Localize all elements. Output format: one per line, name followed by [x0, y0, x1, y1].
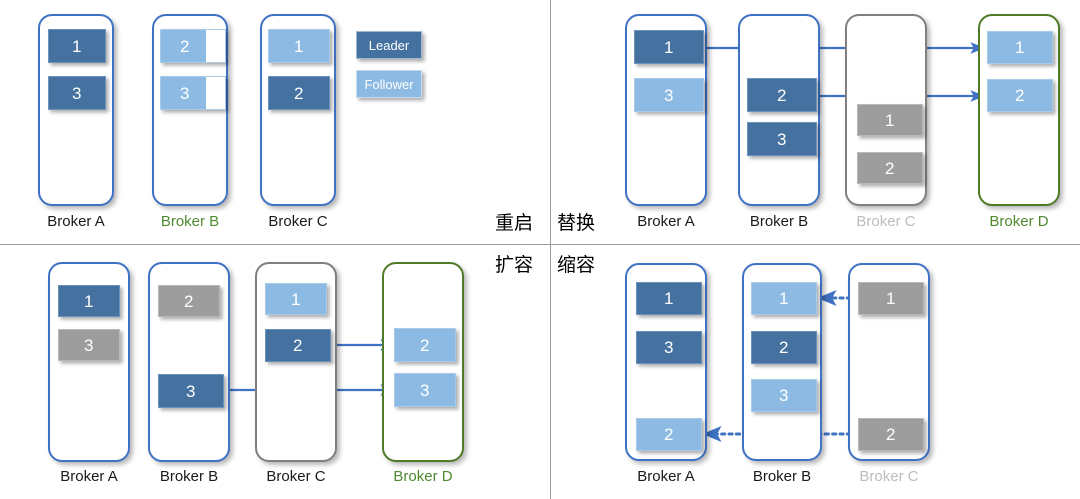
partition-chip[interactable]: 3: [158, 374, 224, 408]
partition-id: 3: [777, 129, 787, 149]
partition-id: 3: [84, 335, 94, 355]
partition-chip[interactable]: 3: [58, 329, 120, 361]
partition-id: 1: [291, 289, 301, 309]
broker-caption: Broker B: [160, 213, 220, 230]
partition-chip[interactable]: 1: [58, 285, 120, 317]
partition-id: 2: [293, 336, 303, 355]
partition-id: 1: [885, 110, 895, 130]
partition-chip[interactable]: 2: [158, 285, 220, 317]
partition-id: 2: [885, 158, 895, 178]
broker-caption: Broker D: [393, 468, 453, 485]
partition-chip[interactable]: 3: [634, 78, 704, 112]
partition-id: 3: [186, 381, 196, 401]
partition-chip[interactable]: 2: [747, 78, 817, 112]
partition-id: 1: [664, 289, 674, 308]
broker-caption: Broker B: [749, 213, 809, 230]
partition-id: 2: [886, 425, 896, 444]
partition-chip[interactable]: 3: [48, 76, 106, 110]
broker-caption: Broker C: [266, 468, 326, 485]
partition-chip[interactable]: 1: [265, 283, 327, 315]
op-label-scale-out: 扩容: [495, 254, 534, 276]
partition-chip[interactable]: 1: [858, 282, 924, 315]
partition-chip[interactable]: 3: [394, 373, 456, 407]
chip-fill: [161, 30, 209, 62]
broker-caption: Broker A: [60, 468, 118, 485]
partition-chip[interactable]: 1: [636, 282, 702, 315]
partition-chip[interactable]: 3: [636, 331, 702, 364]
partition-id: 3: [72, 83, 82, 103]
broker-caption: Broker D: [989, 213, 1049, 230]
partition-id: 2: [779, 338, 789, 357]
partition-id: 2: [184, 291, 194, 311]
op-label-replace: 替换: [557, 212, 596, 234]
broker-caption: Broker C: [859, 468, 919, 485]
partition-chip[interactable]: 1: [268, 29, 330, 63]
partition-id: 1: [294, 36, 304, 56]
partition-chip-syncing[interactable]: 2: [160, 29, 226, 63]
partition-chip[interactable]: 2: [268, 76, 330, 110]
partition-id: 2: [180, 36, 190, 56]
legend-follower-swatch: Follower: [356, 70, 422, 98]
partition-chip[interactable]: 1: [634, 30, 704, 64]
partition-id: 2: [664, 425, 674, 444]
partition-id: 3: [779, 386, 789, 405]
broker-caption: Broker B: [752, 468, 812, 485]
broker-caption: Broker B: [159, 468, 219, 485]
partition-chip[interactable]: 1: [987, 31, 1053, 64]
horizontal-divider: [0, 244, 1080, 245]
op-label-restart: 重启: [495, 212, 534, 234]
partition-chip[interactable]: 1: [751, 282, 817, 315]
partition-id: 3: [180, 83, 190, 103]
partition-id: 3: [664, 85, 674, 105]
broker-caption: Broker A: [47, 213, 105, 230]
partition-chip[interactable]: 2: [265, 329, 331, 362]
partition-chip[interactable]: 2: [394, 328, 456, 362]
broker-caption: Broker A: [637, 213, 695, 230]
broker-box-scaleout-d[interactable]: [382, 262, 464, 462]
broker-caption: Broker C: [856, 213, 916, 230]
legend-follower-label: Follower: [364, 76, 414, 92]
broker-caption: Broker C: [268, 213, 328, 230]
partition-id: 2: [294, 83, 304, 103]
partition-id: 3: [420, 380, 430, 400]
partition-id: 2: [1015, 86, 1025, 105]
partition-id: 1: [72, 36, 82, 56]
partition-chip-syncing[interactable]: 3: [160, 76, 226, 110]
legend-leader-swatch: Leader: [356, 31, 422, 59]
partition-id: 1: [886, 289, 896, 308]
partition-id: 1: [779, 289, 789, 308]
legend-leader-label: Leader: [368, 37, 410, 53]
partition-chip[interactable]: 2: [987, 79, 1053, 112]
partition-chip[interactable]: 1: [857, 104, 923, 136]
partition-chip[interactable]: 3: [747, 122, 817, 156]
partition-id: 3: [664, 338, 674, 357]
partition-chip[interactable]: 3: [751, 379, 817, 412]
op-label-scale-in: 缩容: [557, 254, 596, 276]
partition-chip[interactable]: 2: [636, 418, 702, 451]
partition-id: 1: [664, 37, 674, 57]
partition-chip[interactable]: 2: [857, 152, 923, 184]
chip-fill: [161, 77, 209, 109]
chip-sync-notch: [206, 77, 225, 109]
partition-id: 2: [420, 335, 430, 355]
partition-chip[interactable]: 2: [858, 418, 924, 451]
partition-id: 2: [777, 85, 787, 105]
vertical-divider: [550, 0, 551, 499]
partition-chip[interactable]: 1: [48, 29, 106, 63]
chip-sync-notch: [206, 30, 225, 62]
broker-caption: Broker A: [637, 468, 695, 485]
partition-id: 1: [84, 291, 94, 311]
partition-id: 1: [1015, 38, 1025, 57]
partition-chip[interactable]: 2: [751, 331, 817, 364]
